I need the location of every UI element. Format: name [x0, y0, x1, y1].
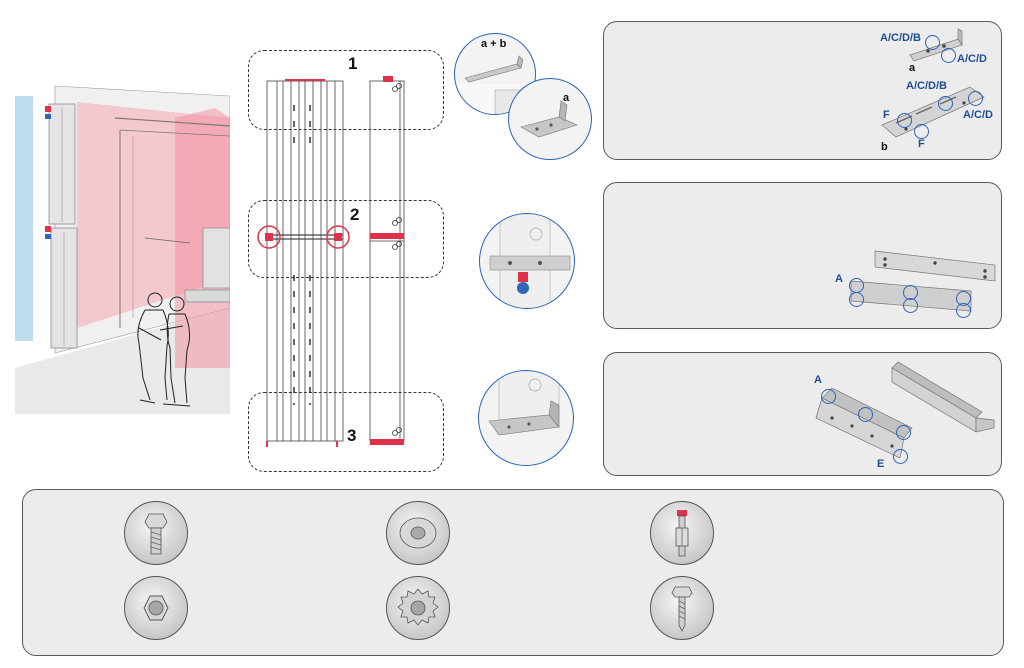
label-acdb-1: A/C/D/B — [880, 32, 921, 44]
hole-marker — [849, 278, 864, 293]
label-a-bottom: A — [814, 374, 822, 386]
label-a-middle: A — [835, 273, 843, 285]
joint-plates-illustration — [845, 245, 1000, 320]
label-acdb-2: A/C/D/B — [906, 80, 947, 92]
hole-marker — [968, 91, 983, 106]
callout-2: 2 — [350, 205, 360, 224]
installation-scene — [15, 78, 230, 414]
hex-nut-icon — [124, 576, 188, 640]
hex-bolt-icon — [124, 501, 188, 565]
zoom-label-ab: a + b — [481, 38, 507, 50]
unit-elevation-drawing — [255, 75, 445, 455]
label-acd-2: A/C/D — [963, 109, 993, 121]
hole-marker — [849, 292, 864, 307]
label-f-2: F — [918, 138, 925, 150]
zoom-top-a — [508, 78, 592, 160]
detail-zone-3 — [248, 392, 444, 472]
callout-3: 3 — [347, 426, 357, 445]
hole-marker — [896, 425, 911, 440]
bracket-a-label: a — [909, 62, 916, 74]
hole-marker — [821, 389, 836, 404]
flat-washer-icon — [386, 501, 450, 565]
anchor-bolt-icon — [650, 501, 714, 565]
foot-brackets-illustration — [812, 358, 1002, 468]
label-acd-1: A/C/D — [957, 53, 987, 65]
hole-marker — [897, 113, 912, 128]
self-drilling-screw-icon — [650, 576, 714, 640]
hole-marker — [914, 124, 929, 139]
bracket-panel-bottom — [603, 352, 1002, 476]
label-e-bottom: E — [877, 458, 885, 470]
zoom-bottom-foot — [478, 370, 574, 466]
zoom-middle-joint — [479, 213, 575, 309]
callout-1: 1 — [348, 54, 358, 73]
hole-marker — [925, 35, 940, 50]
detail-zone-2 — [248, 200, 444, 278]
zoom-label-a: a — [563, 92, 570, 104]
hole-marker — [938, 96, 953, 111]
detail-zone-1 — [248, 50, 444, 130]
hole-marker — [858, 407, 873, 422]
label-f-1: F — [883, 109, 890, 121]
serrated-lock-washer-icon — [386, 576, 450, 640]
hole-marker — [903, 298, 918, 313]
hardware-panel — [22, 489, 1004, 656]
hole-marker — [893, 449, 908, 464]
bracket-b-label: b — [881, 141, 888, 153]
hole-marker — [956, 303, 971, 318]
hole-marker — [941, 48, 956, 63]
